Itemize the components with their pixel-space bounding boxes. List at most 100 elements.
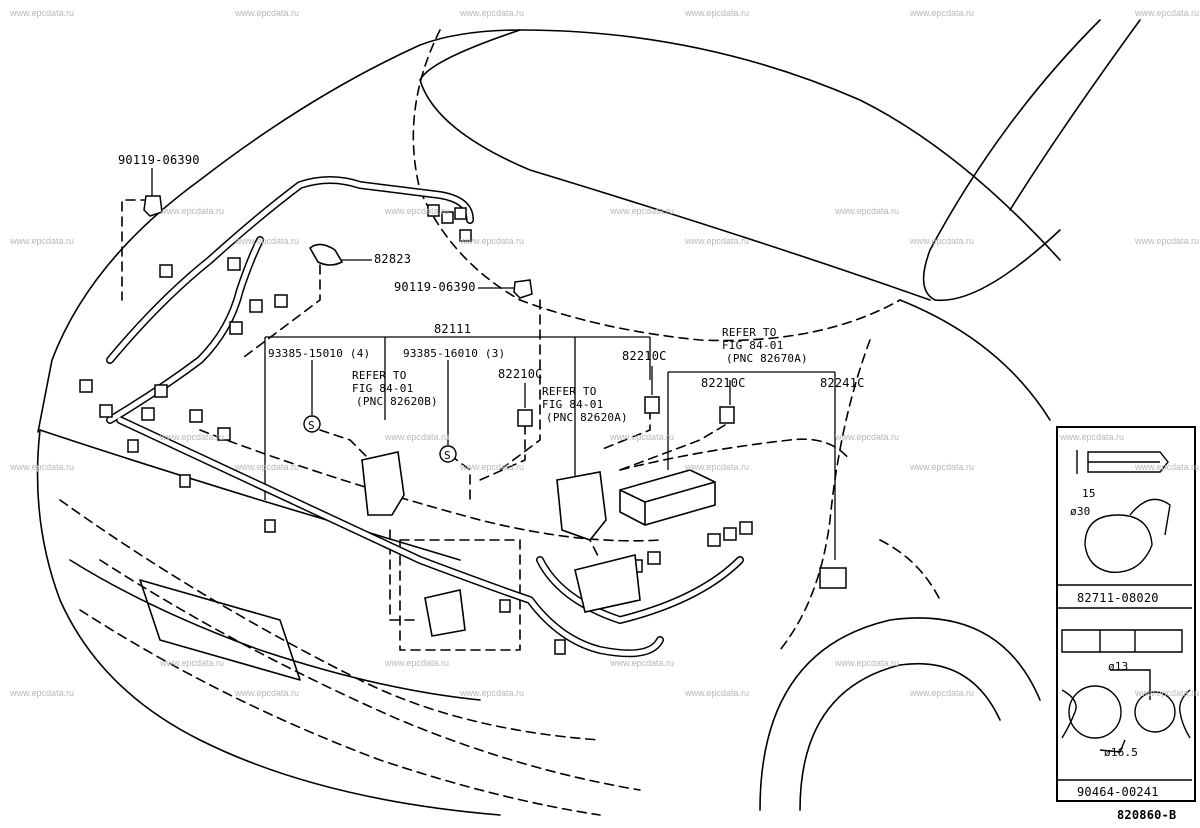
leader-clip-2 (449, 454, 471, 501)
watermark: www.epcdata.ru (685, 462, 750, 472)
label-82111: 82111 (434, 322, 472, 336)
connector (79, 379, 93, 393)
refer-note-line: FIG 84-01 (352, 382, 414, 395)
inset-dim-13: ø13 (1108, 660, 1129, 673)
watermark: www.epcdata.ru (910, 462, 975, 472)
bumper-dash-3 (79, 609, 601, 816)
clip-82711-front (1084, 514, 1153, 573)
connector (179, 474, 191, 488)
drawing-number: 820860-B (1117, 808, 1177, 822)
bracket-82670a (667, 371, 836, 560)
bay-dash-2 (619, 438, 851, 471)
leader-82823 (239, 264, 321, 361)
relay-box-82670a (619, 469, 716, 526)
inset-dim-16-5: ø16.5 (1104, 746, 1139, 759)
relay-82241c (819, 567, 847, 589)
watermark: www.epcdata.ru (460, 236, 525, 246)
clip-82711-side (1087, 451, 1169, 473)
watermark: www.epcdata.ru (1135, 688, 1200, 698)
watermark: www.epcdata.ru (910, 236, 975, 246)
connector (189, 409, 203, 423)
label-82241c: 82241C (820, 376, 865, 390)
label-93385-15010: 93385-15010 (4) (268, 347, 371, 360)
watermark: www.epcdata.ru (10, 462, 75, 472)
label-82210c-lower: 82210C (701, 376, 746, 390)
inner-fender-outline (779, 339, 871, 651)
hood-outline (37, 29, 1061, 433)
relay-82210c-right (644, 396, 660, 414)
bolt-top-left (143, 195, 163, 217)
refer-note-right: REFER TO FIG 84-01 (PNC 82670A) (722, 326, 808, 365)
watermark: www.epcdata.ru (460, 462, 525, 472)
hood-edge (419, 29, 931, 301)
watermark: www.epcdata.ru (835, 658, 900, 668)
refer-note-line: FIG 84-01 (542, 398, 604, 411)
clip-90464-ring-left (1068, 685, 1122, 739)
watermark: www.epcdata.ru (685, 236, 750, 246)
a-pillar (922, 19, 1101, 302)
bay-dash-3 (879, 539, 941, 601)
bumper-upper (39, 429, 461, 561)
watermark: www.epcdata.ru (610, 206, 675, 216)
watermark: www.epcdata.ru (460, 8, 525, 18)
watermark: www.epcdata.ru (235, 236, 300, 246)
connector (499, 599, 511, 613)
connector (99, 404, 113, 418)
connector (441, 211, 454, 224)
watermark: www.epcdata.ru (910, 8, 975, 18)
refer-note-line: (PNC 82620A) (546, 411, 628, 424)
watermark: www.epcdata.ru (1135, 8, 1200, 18)
connector (229, 321, 243, 335)
watermark: www.epcdata.ru (160, 658, 225, 668)
clip-symbol-15010 (303, 415, 321, 433)
refer-note-line: (PNC 82670A) (726, 352, 808, 365)
leader-82210c-c (619, 424, 726, 471)
connector (707, 533, 721, 547)
bolt-center (513, 279, 533, 299)
refer-note-line: REFER TO (542, 385, 597, 398)
bracket-82111 (264, 336, 651, 500)
bracket-82823 (308, 243, 344, 266)
leader-82210c-b (599, 409, 651, 451)
watermark: www.epcdata.ru (1135, 236, 1200, 246)
watermark: www.epcdata.ru (385, 658, 450, 668)
leader-relay-box-1 (389, 529, 421, 621)
connector (159, 264, 173, 278)
refer-note-line: (PNC 82620B) (356, 395, 438, 408)
bay-dash-1 (199, 429, 661, 542)
watermark: www.epcdata.ru (160, 206, 225, 216)
label-93385-16010: 93385-16010 (3) (403, 347, 506, 360)
refer-note-line: REFER TO (722, 326, 777, 339)
inset-part-82711: 82711-08020 (1077, 591, 1159, 605)
watermark: www.epcdata.ru (10, 688, 75, 698)
watermark: www.epcdata.ru (610, 658, 675, 668)
watermark: www.epcdata.ru (610, 432, 675, 442)
bay-rect (399, 539, 521, 651)
watermark: www.epcdata.ru (160, 432, 225, 442)
wheel-arch (759, 617, 1041, 811)
watermark: www.epcdata.ru (10, 236, 75, 246)
a-pillar-inner (1009, 19, 1141, 211)
connector (154, 384, 168, 398)
label-82210c-left: 82210C (498, 367, 543, 381)
connector (723, 527, 737, 541)
relay-block-82620b (361, 451, 405, 516)
engine-bay-outline (412, 29, 901, 342)
relay-82210c-left (517, 409, 533, 427)
bumper-outline (36, 429, 501, 816)
clip-90464-side (1061, 629, 1183, 653)
watermark: www.epcdata.ru (235, 688, 300, 698)
connector (249, 299, 263, 313)
bumper-grille (139, 579, 301, 681)
watermark: www.epcdata.ru (685, 688, 750, 698)
leader-82210c-a (479, 424, 526, 481)
connector (274, 294, 288, 308)
label-bolt-top-left: 90119-06390 (118, 153, 200, 167)
refer-note-left: REFER TO FIG 84-01 (PNC 82620B) (352, 369, 438, 408)
relay-block-center-lower (574, 554, 641, 613)
watermark: www.epcdata.ru (835, 432, 900, 442)
wheel-arch-inner (799, 662, 1001, 811)
clip-symbol-text: S (308, 419, 315, 432)
connector (264, 519, 276, 533)
